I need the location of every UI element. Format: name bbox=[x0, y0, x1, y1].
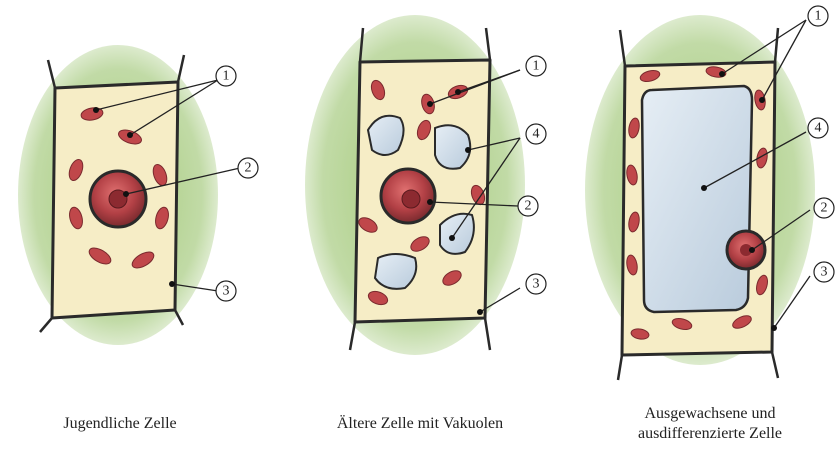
caption-older-cell: Ältere Zelle mit Vakuolen bbox=[310, 414, 530, 434]
callout-1: 1 bbox=[815, 9, 822, 24]
nucleus bbox=[727, 231, 765, 269]
nucleus bbox=[90, 171, 146, 227]
caption-mature-cell: Ausgewachsene und ausdifferenzierte Zell… bbox=[600, 404, 820, 444]
cell-older: 1 4 2 3 bbox=[305, 15, 546, 355]
caption-line-1: Ausgewachsene und bbox=[600, 404, 820, 424]
callout-2: 2 bbox=[821, 201, 828, 216]
callout-2: 2 bbox=[245, 161, 252, 176]
callout-3: 3 bbox=[223, 284, 230, 299]
callout-1: 1 bbox=[223, 69, 230, 84]
cell-mature: 1 4 2 3 bbox=[585, 6, 834, 380]
cell-young: 1 2 3 bbox=[18, 45, 258, 345]
callout-3: 3 bbox=[821, 265, 828, 280]
callout-4: 4 bbox=[533, 127, 540, 142]
central-vacuole bbox=[642, 86, 752, 312]
callout-4: 4 bbox=[815, 121, 822, 136]
nucleus bbox=[381, 169, 435, 223]
callout-2: 2 bbox=[525, 199, 532, 214]
callout-markers bbox=[808, 6, 834, 282]
callout-markers bbox=[216, 66, 258, 301]
caption-line-2: ausdifferenzierte Zelle bbox=[600, 424, 820, 444]
callout-1: 1 bbox=[533, 59, 540, 74]
caption-young-cell: Jugendliche Zelle bbox=[20, 414, 220, 434]
callout-3: 3 bbox=[533, 277, 540, 292]
